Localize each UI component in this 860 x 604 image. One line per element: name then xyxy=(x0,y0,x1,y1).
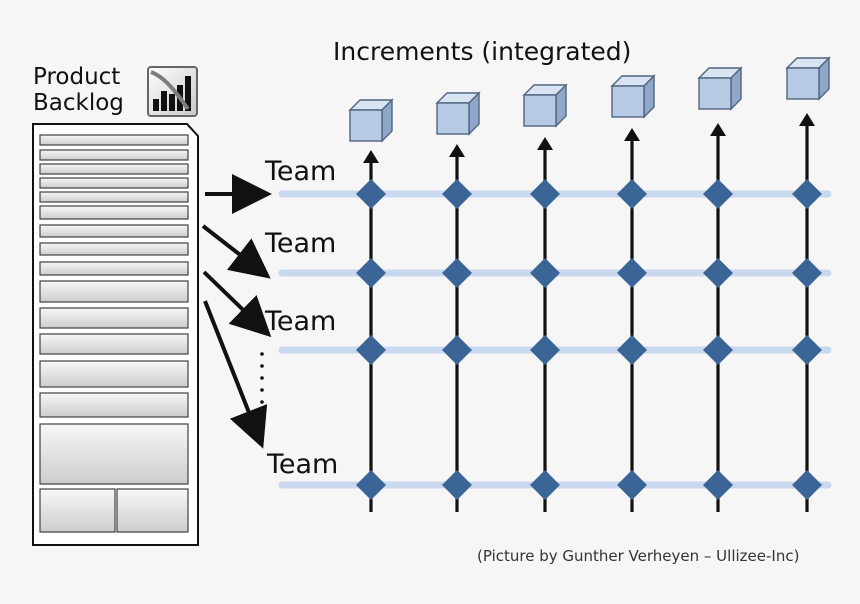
backlog-item xyxy=(39,191,189,203)
increment-cube-front xyxy=(786,67,820,100)
integration-node xyxy=(792,258,822,288)
integration-node xyxy=(530,258,560,288)
integration-node xyxy=(792,470,822,500)
backlog-item xyxy=(39,333,189,355)
increment-arrow-head xyxy=(449,144,465,157)
arrow-to-team-4 xyxy=(203,300,268,449)
ellipsis-dot xyxy=(260,412,264,416)
backlog-item xyxy=(39,280,189,303)
backlog-item xyxy=(39,134,189,146)
integration-node xyxy=(356,179,386,209)
backlog-item xyxy=(39,163,189,175)
diagram-title: Increments (integrated) xyxy=(333,37,631,66)
product-backlog-title-line-1: Product xyxy=(33,64,120,90)
increment-arrow-head xyxy=(363,150,379,163)
arrow-to-team-2 xyxy=(201,224,271,279)
backlog-item xyxy=(39,307,189,329)
team-label: Team xyxy=(264,156,336,187)
arrow-to-team-3 xyxy=(202,270,272,338)
backlog-item xyxy=(39,224,189,238)
integration-node xyxy=(442,258,472,288)
increment-cubes xyxy=(348,56,831,143)
increment-cube-front xyxy=(611,85,645,118)
backlog-item xyxy=(39,423,189,485)
backlog-item xyxy=(39,149,189,161)
backlog-item-split xyxy=(39,488,116,533)
increment-arrow-head xyxy=(799,113,815,126)
integration-node xyxy=(792,179,822,209)
integration-node xyxy=(703,470,733,500)
increment-cube xyxy=(522,83,568,128)
increment-cube-front xyxy=(698,77,732,110)
integration-node xyxy=(617,258,647,288)
ellipsis-dot xyxy=(260,400,264,404)
integration-node xyxy=(356,258,386,288)
increment-cube xyxy=(697,66,743,111)
increment-cube xyxy=(348,98,394,143)
increment-cube xyxy=(610,74,656,119)
ellipsis-dot xyxy=(260,388,264,392)
increment-arrow-head xyxy=(537,137,553,150)
backlog-item xyxy=(39,242,189,256)
integration-node xyxy=(792,335,822,365)
team-distribution-arrows xyxy=(201,174,272,449)
increment-cube-front xyxy=(523,94,557,127)
team-labels: Team Team Team Team xyxy=(264,156,338,480)
integration-node xyxy=(703,258,733,288)
integration-node xyxy=(442,470,472,500)
team-label: Team xyxy=(264,306,336,337)
integration-matrix xyxy=(278,113,832,512)
backlog-item-split xyxy=(116,488,189,533)
increment-cube-front xyxy=(349,109,383,142)
increment-arrow-head xyxy=(710,123,726,136)
backlog-item xyxy=(39,392,189,418)
integration-node xyxy=(530,335,560,365)
integration-node xyxy=(617,335,647,365)
increment-arrow-head xyxy=(624,128,640,141)
backlog-item xyxy=(39,205,189,220)
backlog-item xyxy=(39,261,189,276)
ellipsis-dot xyxy=(260,376,264,380)
ellipsis-dot xyxy=(260,352,264,356)
team-label: Team xyxy=(266,449,338,480)
product-backlog-title-line-2: Backlog xyxy=(33,90,124,116)
backlog-items xyxy=(39,134,189,533)
increment-cube xyxy=(785,56,831,101)
ellipsis-dot xyxy=(260,364,264,368)
integration-node xyxy=(356,470,386,500)
backlog-item xyxy=(39,360,189,388)
integration-node xyxy=(703,335,733,365)
backlog-item xyxy=(39,177,189,189)
team-label: Team xyxy=(264,228,336,259)
increment-cube xyxy=(435,91,481,136)
integration-node xyxy=(617,179,647,209)
integration-node xyxy=(356,335,386,365)
integration-node xyxy=(530,179,560,209)
burndown-chart-icon xyxy=(147,66,198,117)
integration-node xyxy=(703,179,733,209)
integration-node xyxy=(617,470,647,500)
integration-node xyxy=(442,179,472,209)
integration-node xyxy=(442,335,472,365)
increment-cube-front xyxy=(436,102,470,135)
integration-node xyxy=(530,470,560,500)
picture-credit: (Picture by Gunther Verheyen – Ullizee-I… xyxy=(477,547,799,565)
